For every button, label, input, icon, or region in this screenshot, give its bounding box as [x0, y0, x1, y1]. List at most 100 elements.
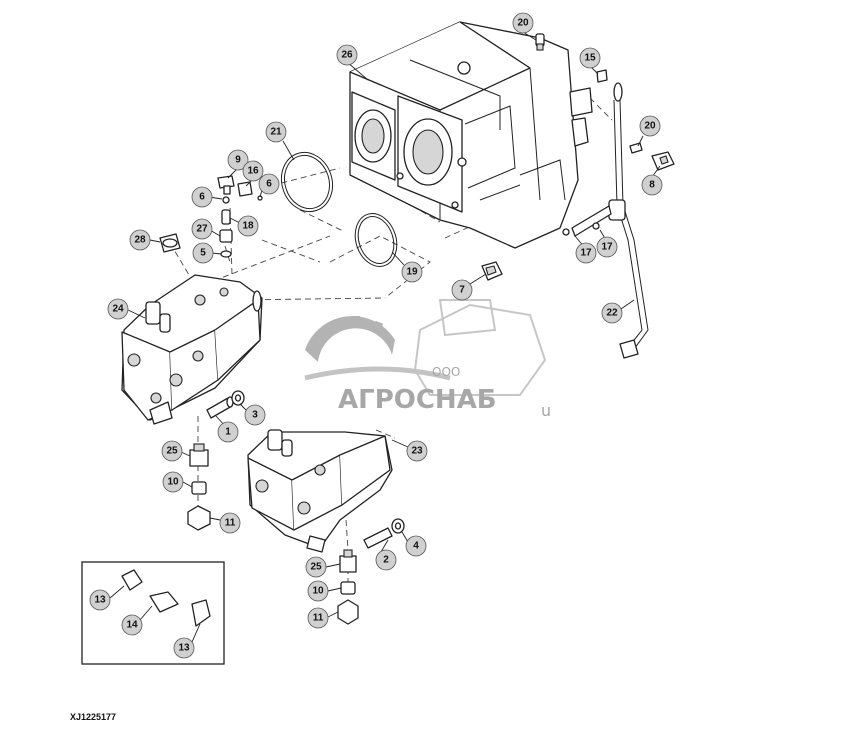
- svg-text:22: 22: [606, 308, 618, 319]
- inset-box: [81, 561, 225, 665]
- watermark: ООО АГРОСНАБ u: [304, 299, 551, 420]
- callout-21[interactable]: 21: [265, 121, 287, 143]
- hydraulic-motor-23: [247, 429, 393, 553]
- svg-text:25: 25: [310, 562, 322, 573]
- fitting-25-right: [339, 549, 357, 573]
- bolt-1: [206, 396, 234, 419]
- svg-text:6: 6: [266, 179, 272, 190]
- svg-text:10: 10: [312, 586, 324, 597]
- callout-20-top[interactable]: 20: [512, 12, 534, 34]
- callout-25-right[interactable]: 25: [305, 556, 327, 578]
- callout-13-bottom[interactable]: 13: [173, 637, 195, 659]
- svg-text:16: 16: [247, 166, 259, 177]
- washer-3: [231, 390, 245, 406]
- dipstick-tube: [562, 82, 649, 359]
- svg-text:21: 21: [270, 127, 282, 138]
- callout-4[interactable]: 4: [405, 535, 427, 557]
- callout-11-right[interactable]: 11: [307, 607, 329, 629]
- svg-text:13: 13: [94, 595, 106, 606]
- fitting-8: [651, 151, 675, 171]
- fitting-18: [221, 209, 231, 225]
- callout-6-right[interactable]: 6: [258, 173, 280, 195]
- bolt-2: [363, 527, 393, 549]
- svg-text:17: 17: [601, 242, 613, 253]
- callout-27[interactable]: 27: [191, 218, 213, 240]
- svg-text:20: 20: [644, 121, 656, 132]
- fitting-7: [481, 261, 503, 281]
- svg-text:27: 27: [196, 224, 208, 235]
- figure-id: XJ1225177: [70, 712, 117, 722]
- svg-text:18: 18: [242, 221, 254, 232]
- callout-19[interactable]: 19: [401, 261, 423, 283]
- callout-6-left[interactable]: 6: [191, 186, 213, 208]
- callout-18[interactable]: 18: [237, 215, 259, 237]
- svg-text:26: 26: [341, 50, 353, 61]
- callout-17-left[interactable]: 17: [575, 242, 597, 264]
- callout-14[interactable]: 14: [121, 614, 143, 636]
- fitting-16: [237, 181, 253, 197]
- callout-17-right[interactable]: 17: [596, 236, 618, 258]
- callout-7[interactable]: 7: [451, 279, 473, 301]
- svg-text:4: 4: [413, 541, 419, 552]
- o-ring-21: [280, 151, 334, 213]
- hydraulic-motor-24: [121, 274, 263, 425]
- sleeve-10-left: [191, 481, 207, 495]
- callout-11-left[interactable]: 11: [219, 512, 241, 534]
- callout-15[interactable]: 15: [579, 47, 601, 69]
- o-ring-19: [354, 213, 398, 267]
- callout-13-top[interactable]: 13: [89, 589, 111, 611]
- callout-5[interactable]: 5: [192, 242, 214, 264]
- svg-text:2: 2: [383, 555, 389, 566]
- callout-3[interactable]: 3: [244, 404, 266, 426]
- callout-10-right[interactable]: 10: [307, 580, 329, 602]
- svg-text:11: 11: [313, 613, 324, 624]
- svg-text:14: 14: [126, 620, 138, 631]
- callout-22[interactable]: 22: [601, 302, 623, 324]
- svg-text:9: 9: [235, 155, 241, 166]
- callout-9[interactable]: 9: [227, 149, 249, 171]
- svg-text:11: 11: [225, 518, 236, 529]
- svg-text:6: 6: [199, 192, 205, 203]
- fitting-20-right: [629, 142, 643, 154]
- svg-text:25: 25: [166, 446, 178, 457]
- svg-text:15: 15: [584, 53, 596, 64]
- washer-4: [391, 518, 405, 534]
- callout-2[interactable]: 2: [375, 549, 397, 571]
- sleeve-10-right: [340, 581, 356, 595]
- fitting-15: [596, 69, 608, 83]
- fitting-9: [217, 175, 235, 195]
- fitting-25-left: [189, 443, 209, 467]
- svg-text:10: 10: [167, 477, 179, 488]
- callout-8[interactable]: 8: [641, 174, 663, 196]
- svg-text:13: 13: [178, 643, 190, 654]
- callout-20-right[interactable]: 20: [639, 115, 661, 137]
- callout-24[interactable]: 24: [107, 298, 129, 320]
- svg-text:17: 17: [580, 248, 592, 259]
- callout-28[interactable]: 28: [129, 229, 151, 251]
- fitting-20-top: [535, 33, 545, 51]
- svg-text:7: 7: [459, 285, 465, 296]
- watermark-prefix: ООО: [432, 365, 460, 379]
- callout-10-left[interactable]: 10: [162, 471, 184, 493]
- svg-text:8: 8: [649, 180, 655, 191]
- callout-23[interactable]: 23: [406, 440, 428, 462]
- nut-11-left: [187, 505, 211, 531]
- callout-1[interactable]: 1: [217, 421, 239, 443]
- seal-5: [220, 250, 232, 258]
- svg-text:3: 3: [252, 410, 258, 421]
- watermark-name: АГРОСНАБ: [338, 385, 497, 415]
- svg-text:23: 23: [411, 446, 423, 457]
- callout-25-left[interactable]: 25: [161, 440, 183, 462]
- svg-text:5: 5: [200, 248, 206, 259]
- svg-text:28: 28: [134, 235, 146, 246]
- fitting-28: [159, 233, 181, 253]
- leader-lines: [109, 31, 661, 643]
- watermark-suffix: u: [541, 401, 551, 420]
- svg-text:24: 24: [112, 304, 124, 315]
- svg-text:19: 19: [406, 267, 418, 278]
- callouts: 26 20 15 20 8 21 9 16 6 6 18 27 28 5 19 …: [89, 12, 663, 659]
- callout-26[interactable]: 26: [336, 44, 358, 66]
- callout-16[interactable]: 16: [242, 160, 264, 182]
